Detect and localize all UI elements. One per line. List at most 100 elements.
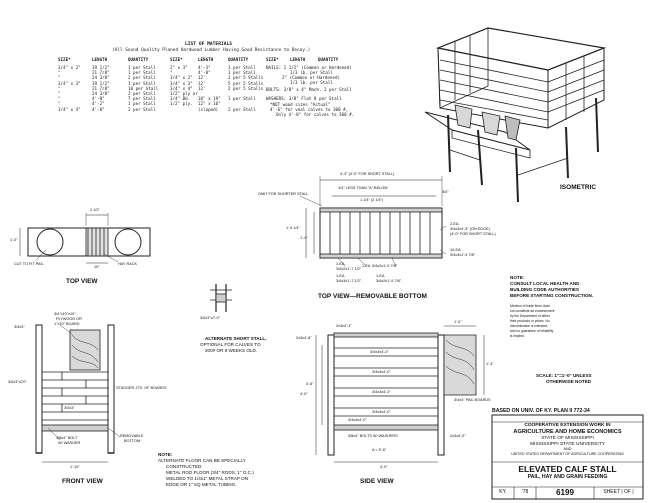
note-1ea-c2: 3/4x3x1'-7 1/2" [336, 279, 362, 283]
nails-line-2: 1/3 lb. per Stall [290, 70, 333, 75]
side-bolts: 3/8x4" BOLTS W/ WASHERS [348, 434, 398, 438]
materials-cell: 1 per Stall [128, 80, 156, 86]
side-b6: 3/4x4x4'-0" [348, 418, 367, 422]
materials-cell: 4'-0" [92, 106, 105, 112]
materials-cell: 19 1/2" [92, 80, 110, 86]
materials-cell: 1 per Stall [128, 65, 156, 70]
tb-line-1: COOPERATIVE EXTENSION WORK IN [524, 423, 611, 428]
tb-line-6: UNITED STATES DEPARTMENT OF AGRICULTURE … [511, 452, 624, 456]
col-qty-2: QUANTITY [228, 57, 249, 62]
nails-line-4: 1/3 lb. per Stall [290, 80, 333, 85]
materials-cell: 4'-0" [92, 96, 105, 102]
footnote-2: 4'-6" for veal calves to 300 #, [270, 107, 349, 112]
note-10ea: 10-EA. [450, 248, 462, 252]
footnote-1: *NOT wood sizes "Actual" [270, 102, 331, 107]
materials-cell: " [58, 75, 61, 81]
alt-floor-l4: WELDED TO 1/4x1" METAL STRAP ON [166, 476, 249, 481]
front-b3: 3/4x3" [64, 406, 75, 410]
materials-cell: 12' [198, 80, 206, 86]
side-dim-bottom: 4'-0" [380, 465, 388, 469]
note-small-2: not constitute an endorsement [510, 309, 555, 313]
side-height: 4'-0" [300, 392, 308, 396]
side-b2: 3/4x3x4'-0" [370, 350, 389, 354]
materials-title: LIST OF MATERIALS [185, 42, 233, 47]
removable-dim-less: 1/4" LESS THAN "A" BELOW [338, 186, 388, 190]
materials-cell: " [58, 96, 61, 102]
nails-line-1: NAILS: 1 1/2" (Common or Hardened) [266, 65, 352, 70]
top-view-label: TOP VIEW [66, 278, 98, 285]
alt-floor-l1: ALTERNATE FLOOR CAN BE SPECIALLY [158, 458, 246, 463]
washers-line: WASHERS: 3/8" Flat 8 per Stall [266, 96, 342, 101]
drawing-subtitle: PAIL, HAY AND GRAIN FEEDING [527, 474, 608, 480]
title-block: COOPERATIVE EXTENSION WORK IN AGRICULTUR… [492, 415, 643, 499]
note-small-6: and no guarantee of reliability [510, 329, 554, 333]
materials-cell: 1 per Stall [128, 70, 156, 76]
col-size-3: SIZE* [266, 57, 279, 62]
materials-cell: 2 per Stall [128, 106, 156, 112]
materials-cell: 3/4" x 4" [170, 85, 193, 91]
side-b5: 3/4x3x4'-0" [372, 410, 391, 414]
side-corner: 2x3x4'-0" [450, 434, 466, 438]
materials-cell: " [170, 70, 173, 76]
note-small-7: is implied. [510, 334, 525, 338]
footnote-3: Only 4'-0" for calves to 200 #. [276, 112, 355, 117]
tb-line-2: AGRICULTURE AND HOME ECONOMICS [513, 429, 622, 435]
alt-floor-l2: CONSTRUCTED: [166, 464, 203, 469]
front-ply-3: 1"x10" BOARD [54, 322, 80, 326]
col-length-1: LENGTH [92, 57, 108, 62]
materials-cell: 12' [198, 85, 206, 91]
removable-dim-left2: 1'-4" [300, 236, 308, 240]
removable-2: BOTTOM [124, 439, 141, 443]
side-vert: 2x3x4'-8" [296, 336, 312, 340]
side-b3: 3/4x3x4'-0" [372, 370, 391, 374]
front-b2: 3/4x3"x2'0" [8, 380, 27, 384]
omit-label: OMIT FOR SHORTER STALL [258, 192, 309, 196]
isometric-label: ISOMETRIC [560, 184, 597, 191]
scale-l2: OTHERWISE NOTED [546, 379, 592, 384]
removable-1: REMOVABLE [120, 434, 144, 438]
materials-cell: 1 per Stall [228, 70, 256, 76]
tb-year: '78 [521, 489, 529, 495]
note-10ea-b: 3/4x3x1'-9 7/8" [450, 253, 476, 257]
front-ply-2: PLYWOOD OR [56, 317, 82, 321]
side-view-drawing [315, 325, 485, 463]
drawing-title: ELEVATED CALF STALL [518, 464, 617, 474]
alt-floor-l5: EDGE OR 1" SQ METAL TUBING. [166, 482, 237, 487]
note-1ea-b: 1-EA. [362, 264, 372, 268]
materials-cell: " [58, 91, 61, 96]
materials-cell: 5 per 5 Stalls [228, 80, 264, 86]
col-qty-1: QUANTITY [128, 57, 149, 62]
tb-plan-number: 6199 [556, 488, 574, 497]
cut-to-fit-label: CUT TO FIT PAIL [14, 262, 44, 266]
front-view-drawing [35, 324, 121, 463]
note-1ea-d: 1-EA. [376, 274, 386, 278]
side-dim-right: 1'-4" [486, 362, 494, 366]
materials-cell: 10" x 19" [198, 96, 221, 102]
materials-cell: 1 per Stall [228, 65, 256, 70]
note-small-3: by the Department of either [510, 314, 550, 318]
front-bolt-1: 3/8x4" BOLT [56, 436, 78, 440]
materials-cell: 2 per Stall [128, 91, 156, 96]
note-1ea-c: 1-EA. [336, 274, 346, 278]
front-dim-bottom: 1'-10" [70, 465, 80, 469]
front-bolt-2: W/ WASHER [58, 441, 81, 445]
note-small-1: Mention of trade firms does [510, 304, 550, 308]
tb-ky: KY. [499, 489, 507, 495]
materials-cell: 1 per Stall [228, 96, 256, 102]
note-title: NOTE: [510, 275, 525, 280]
materials-cell: 19 1/2" [92, 65, 110, 70]
materials-cell: 3/4" x 3" [58, 80, 81, 86]
note-small-5: discrimination is intended, [510, 324, 548, 328]
front-b1: 3/4x3" [14, 325, 25, 329]
note-1ea-b2: 3/4x2x1'-9 7/8" [372, 264, 398, 268]
materials-cell: " [58, 101, 61, 107]
alt-floor-note: NOTE: [158, 452, 173, 457]
col-length-3: LENGTH [290, 57, 306, 62]
note-2ea-c: (4'-0" FOR SHORT STALL) [450, 232, 496, 236]
materials-cell: 4'-3" [198, 65, 211, 70]
front-dim-top: 3/4x3"x2'-0" [200, 316, 221, 320]
materials-cell: 12" x 16" [198, 101, 221, 107]
note-l2: BUILDING CODE AUTHORITIES [510, 287, 579, 292]
materials-cell: 2" x 3" [170, 65, 188, 70]
materials-cell: 2 per 5 Stalls [228, 85, 264, 91]
